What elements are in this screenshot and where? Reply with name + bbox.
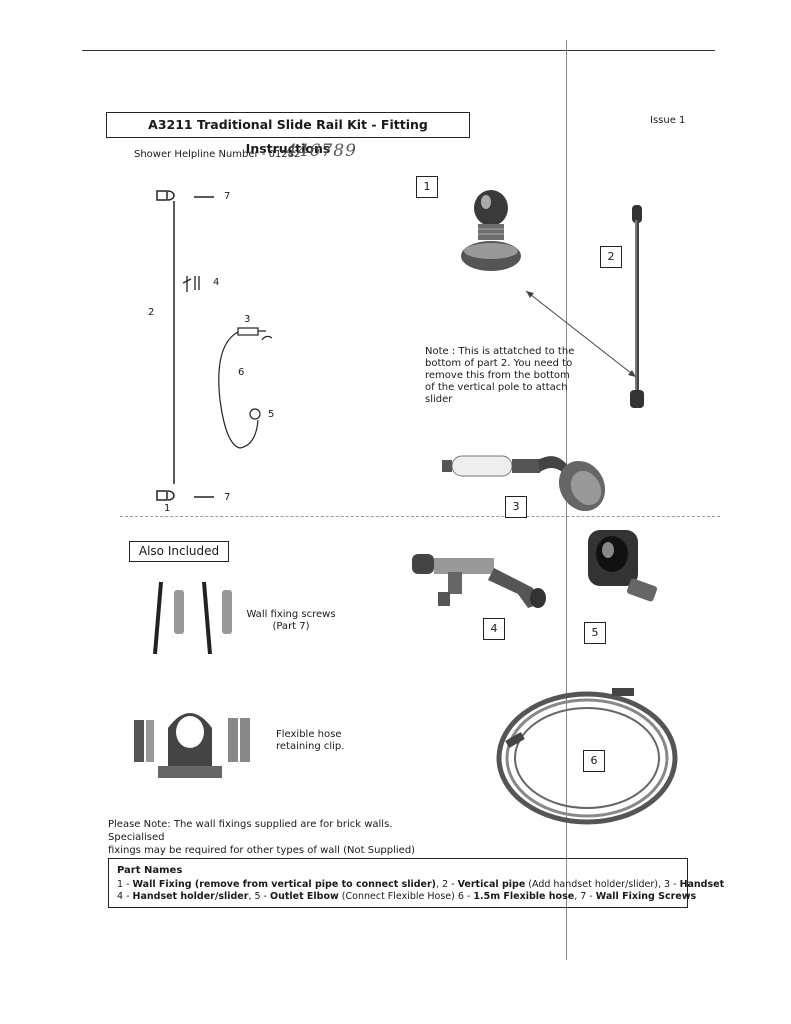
helpline-text: Shower Helpline Number - 01282	[134, 149, 301, 160]
hose-retaining-clip-photo	[134, 713, 250, 778]
part-names-line2-segment: 4 -	[117, 891, 133, 902]
part-box-6: 6	[583, 750, 605, 772]
top-rule	[82, 50, 715, 51]
document-title: A3211 Traditional Slide Rail Kit - Fitti…	[106, 112, 470, 156]
part-names-line1-segment: , 2 -	[436, 879, 458, 890]
part-names-line2-segment: Handset holder/slider	[132, 891, 249, 902]
part-names-heading: Part Names	[117, 865, 183, 876]
label-wall-fixing: 1	[164, 503, 171, 514]
screws-caption-line2: (Part 7)	[272, 621, 310, 632]
issue-label: Issue 1	[650, 115, 686, 126]
please-note-text: Please Note: The wall fixings supplied a…	[108, 818, 448, 857]
vertical-pipe-photo	[630, 205, 644, 408]
part-names-line1-segment: Wall Fixing (remove from vertical pipe t…	[132, 879, 437, 890]
please-note-line1: Please Note: The wall fixings supplied a…	[108, 819, 393, 843]
part-box-1: 1	[416, 176, 438, 198]
clip-caption-line2: retaining clip.	[276, 741, 345, 752]
dashed-separator	[120, 516, 720, 517]
part-box-2: 2	[600, 246, 622, 268]
part-names-line1-segment: Handset	[679, 879, 725, 890]
please-note-line2: fixings may be required for other types …	[108, 845, 416, 856]
part-names-box: Part Names 1 - Wall Fixing (remove from …	[108, 858, 724, 908]
label-hose: 6	[238, 367, 245, 378]
part-names-line2-segment: 1.5m Flexible hose	[473, 891, 575, 902]
flexible-hose-photo	[496, 688, 678, 825]
part-names-line2-segment: (Connect Flexible Hose) 6 -	[338, 891, 474, 902]
wall-screws-photo	[153, 581, 232, 655]
wall-fixing-photo	[461, 190, 521, 271]
part-names-line2-segment: Outlet Elbow	[270, 891, 339, 902]
part-names-line1-segment: Vertical pipe	[457, 879, 526, 890]
hose-curve	[218, 331, 259, 449]
part-names-line1: 1 - Wall Fixing (remove from vertical pi…	[117, 879, 724, 890]
screws-caption-line1: Wall fixing screws	[246, 609, 336, 620]
attachment-note: Note : This is attatched to the bottom o…	[425, 346, 575, 405]
part-names-line1-segment: (Add handset holder/slider), 3 -	[525, 879, 680, 890]
bottom-fixing-shape	[156, 490, 168, 501]
part-names-line2-segment: Wall Fixing Screws	[595, 891, 697, 902]
handset-holder-symbol	[182, 276, 200, 292]
clip-caption-line1: Flexible hose	[276, 729, 342, 740]
top-fixing-shape	[156, 190, 168, 201]
part-names-line2-segment: , 5 -	[248, 891, 270, 902]
label-top-fixing: 7	[224, 191, 231, 202]
label-handset: 3	[244, 314, 251, 325]
part-names-line2-segment: , 7 -	[574, 891, 596, 902]
outlet-elbow-photo	[588, 530, 658, 602]
outlet-circle	[249, 408, 261, 420]
part-box-5: 5	[584, 622, 606, 644]
part-names-line2: 4 - Handset holder/slider, 5 - Outlet El…	[117, 891, 696, 902]
handset-holder-photo	[412, 554, 546, 608]
also-included-heading: Also Included	[129, 541, 229, 562]
part-box-4: 4	[483, 618, 505, 640]
label-bottom-fixing: 7	[224, 492, 231, 503]
top-fixing-cap	[167, 190, 175, 201]
part-names-line1-segment: 1 -	[117, 879, 133, 890]
part-box-3: 3	[505, 496, 527, 518]
handset-photo	[442, 455, 606, 512]
label-outlet: 5	[268, 409, 275, 420]
helpline-handwritten-digits: 446789	[286, 141, 357, 161]
label-vertical-pipe: 2	[148, 307, 155, 318]
label-handset-holder: 4	[213, 277, 220, 288]
